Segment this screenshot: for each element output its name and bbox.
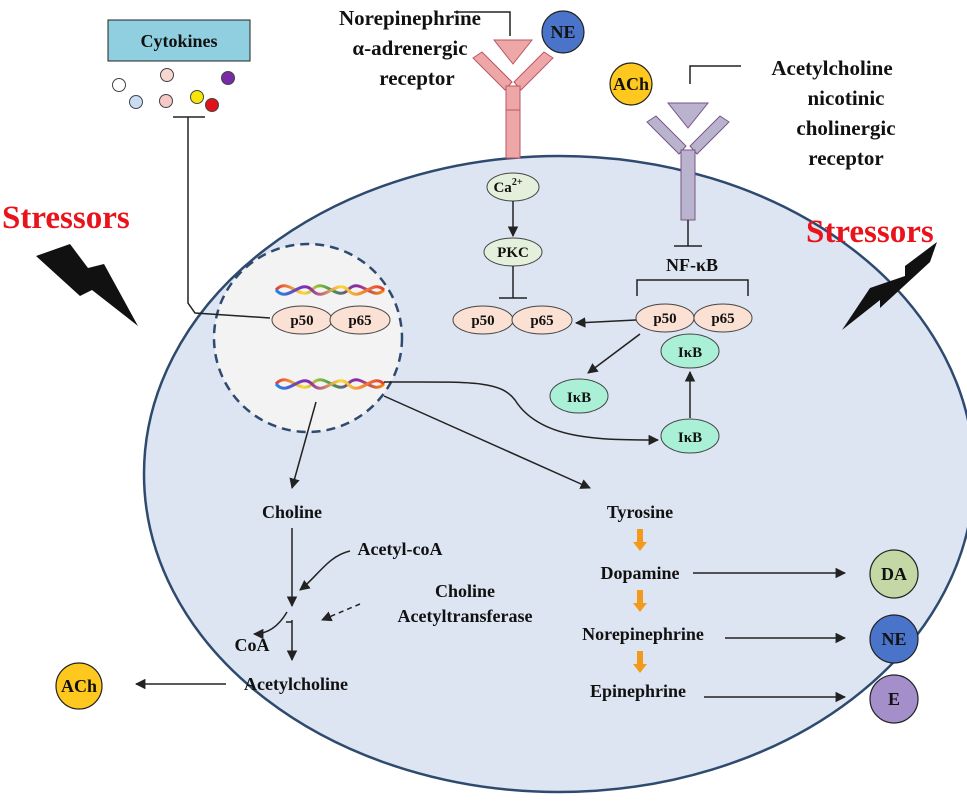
ach-receptor-label-2: nicotinic (808, 86, 885, 110)
svg-text:NE: NE (550, 22, 575, 42)
svg-text:p50: p50 (653, 311, 676, 327)
svg-text:Ca2+: Ca2+ (493, 177, 522, 196)
cholinergic-receptor: Acetylcholine nicotinic cholinergic rece… (646, 56, 896, 221)
dna-top-icon (274, 284, 386, 296)
ne-receptor-label-2: α-adrenergic (352, 36, 467, 60)
calcium-node: Ca2+ (486, 172, 540, 202)
epinephrine-label: Epinephrine (590, 681, 686, 701)
svg-text:p65: p65 (530, 313, 553, 329)
coa-label: CoA (235, 635, 270, 655)
svg-text:IκB: IκB (678, 345, 702, 361)
p50-p65-nucleus: p50 p65 (271, 305, 391, 335)
cytokine-dot (112, 78, 126, 92)
svg-text:DA: DA (881, 564, 907, 584)
e-badge: E (869, 674, 919, 724)
nfkb-complex: p50 p65 IκB (635, 303, 753, 369)
tyrosine-label: Tyrosine (607, 502, 673, 522)
ach-badge-bottom: ACh (55, 662, 103, 710)
nfkb-label: NF-κB (666, 255, 718, 275)
acetyl-coa-label: Acetyl-coA (358, 539, 443, 559)
ach-ligand-icon (666, 102, 710, 129)
choline-label: Choline (262, 502, 322, 522)
p50-p65-middle: p50 p65 (452, 305, 573, 335)
dna-bottom-icon (274, 378, 386, 390)
lightning-left-icon (36, 244, 138, 326)
dopamine-label: Dopamine (600, 563, 679, 583)
pkc-node: PKC (483, 237, 543, 267)
svg-text:p65: p65 (711, 311, 734, 327)
cytokines-label: Cytokines (140, 31, 217, 51)
nucleus (212, 242, 404, 434)
stressors-right-label: Stressors (806, 214, 934, 250)
cytokines-box: Cytokines (107, 19, 251, 62)
ne-badge-bottom: NE (869, 614, 919, 664)
svg-text:ACh: ACh (61, 676, 97, 696)
cytokine-dot (160, 68, 174, 82)
ikb-new: IκB (660, 418, 720, 454)
chat-label-2: Acetyltransferase (398, 606, 533, 626)
norepinephrine-label: Norepinephrine (582, 624, 704, 644)
cytokine-dot (205, 98, 219, 112)
ne-receptor-label-1: Norepinephrine (339, 6, 481, 30)
ne-ligand-icon (492, 39, 534, 65)
pathway-arrow-3 (633, 651, 647, 673)
stressors-left-label: Stressors (2, 200, 130, 236)
cytokine-dots (112, 68, 235, 112)
pathway-arrow-1 (633, 529, 647, 551)
acetylcholine-label: Acetylcholine (244, 674, 348, 694)
ach-receptor-label-1: Acetylcholine (771, 56, 892, 80)
ikb-free: IκB (549, 378, 609, 414)
svg-text:p50: p50 (471, 313, 494, 329)
lightning-right-icon (842, 242, 937, 330)
svg-text:p50: p50 (290, 313, 313, 329)
pathway-arrow-2 (633, 590, 647, 612)
da-badge: DA (869, 549, 919, 599)
svg-text:IκB: IκB (678, 430, 702, 446)
ach-receptor-label-3: cholinergic (796, 116, 895, 140)
svg-text:ACh: ACh (613, 74, 649, 94)
cytokine-dot (159, 94, 173, 108)
svg-text:p65: p65 (348, 313, 371, 329)
svg-text:PKC: PKC (497, 245, 529, 261)
ach-badge-top: ACh (609, 62, 653, 106)
ne-badge-top: NE (541, 10, 585, 54)
cytokine-dot (129, 95, 143, 109)
ach-receptor-label-4: receptor (808, 146, 883, 170)
svg-text:NE: NE (881, 629, 906, 649)
cytokine-dot (190, 90, 204, 104)
adrenergic-receptor: Norepinephrine α-adrenergic receptor (339, 6, 554, 159)
svg-text:E: E (888, 689, 900, 709)
chat-label-1: Choline (435, 581, 495, 601)
nfkb-bracket (636, 279, 749, 296)
cytokine-dot (221, 71, 235, 85)
svg-text:IκB: IκB (567, 390, 591, 406)
ne-receptor-label-3: receptor (379, 66, 454, 90)
cytokine-inhibition-line (173, 116, 271, 319)
